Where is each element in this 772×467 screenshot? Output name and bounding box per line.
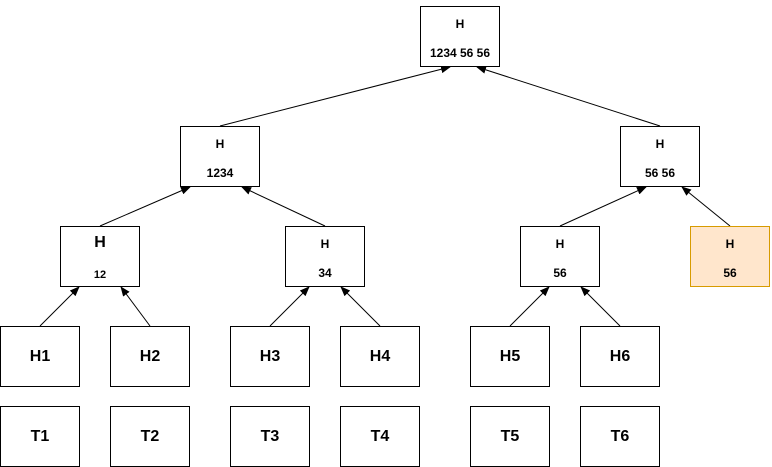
node-root-label: 1234 56 56 [429, 46, 491, 60]
edge-h5-to-n56a [509, 286, 550, 327]
edge-n1234-to-root [219, 65, 451, 127]
node-1234-label: 1234 [206, 166, 234, 180]
edge-h6-to-n56a [580, 286, 621, 327]
node-34-title: H [320, 237, 330, 251]
node-5656-label: 56 56 [644, 166, 676, 180]
node-12: H 12 [60, 226, 140, 287]
node-5656-title: H [655, 137, 665, 151]
node-root-title: H [455, 17, 465, 31]
node-34: H 34 [285, 226, 365, 287]
node-root: H 1234 56 56 [420, 6, 500, 67]
leaf-h3: H3 [230, 326, 310, 387]
edge-h3-to-n34 [269, 286, 310, 327]
leaf-h1: H1 [0, 326, 80, 387]
leaf-t2: T2 [110, 406, 190, 467]
edge-n34-to-n1234 [241, 186, 326, 227]
edge-h2-to-n12 [120, 286, 151, 327]
edge-n12-to-n1234 [99, 186, 191, 227]
leaf-h2: H2 [110, 326, 190, 387]
node-5656: H 56 56 [620, 126, 700, 187]
leaf-t4: T4 [340, 406, 420, 467]
node-34-label: 34 [318, 266, 332, 280]
leaf-t6: T6 [580, 406, 660, 467]
edge-n56b-to-n5656 [681, 186, 731, 227]
node-56b-title: H [725, 237, 735, 251]
leaf-t3: T3 [230, 406, 310, 467]
edge-n56a-to-n5656 [559, 186, 647, 227]
edge-h4-to-n34 [340, 286, 381, 327]
leaf-h4: H4 [340, 326, 420, 387]
edge-n5656-to-root [476, 65, 661, 127]
node-12-title: H [94, 234, 106, 251]
node-56a: H 56 [520, 226, 600, 287]
node-56a-title: H [555, 237, 565, 251]
leaf-h6: H6 [580, 326, 660, 387]
leaf-t5: T5 [470, 406, 550, 467]
node-1234: H 1234 [180, 126, 260, 187]
node-1234-title: H [215, 137, 225, 151]
leaf-h5: H5 [470, 326, 550, 387]
node-56b-highlighted: H 56 [690, 226, 770, 287]
node-12-label: 12 [93, 269, 107, 281]
edge-h1-to-n12 [39, 286, 80, 327]
node-56b-label: 56 [723, 266, 737, 280]
node-56a-label: 56 [553, 266, 567, 280]
leaf-t1: T1 [0, 406, 80, 467]
